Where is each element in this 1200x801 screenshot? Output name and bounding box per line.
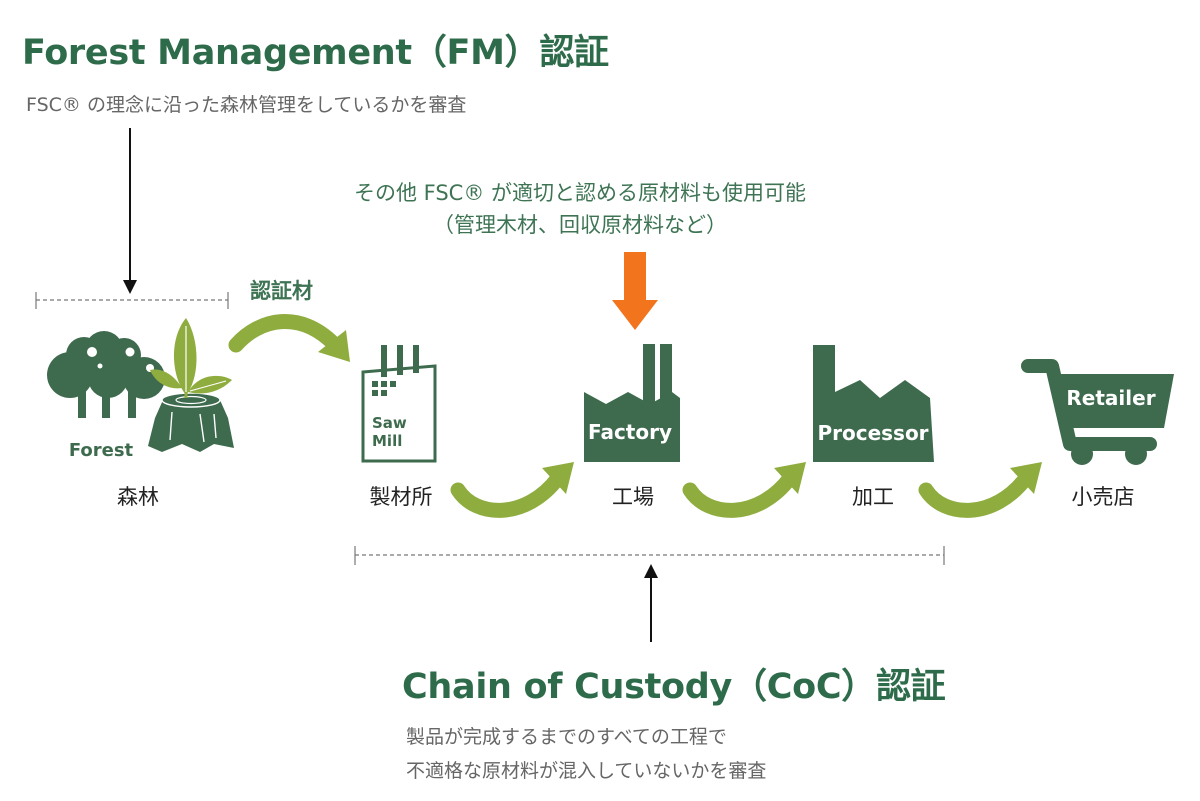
sawmill-icon: Saw Mill [361,345,437,463]
flow-arrow-factory-to-processor [682,462,806,518]
stage-label-factory: 工場 [612,485,654,509]
flow-arrow-processor-to-retailer [918,462,1042,518]
forest-icon-label: Forest [69,440,134,461]
stage-label-forest: 森林 [117,485,159,509]
fm-range-bracket [35,292,229,309]
flow-arrow-forest-to-sawmill [228,314,350,362]
fm-subtitle: FSC® の理念に沿った森林管理をしているかを審査 [26,94,467,116]
coc-range-bracket [354,546,945,565]
other-materials-line2: （管理木材、回収原材料など） [433,213,727,237]
coc-subtitle-line1: 製品が完成するまでのすべての工程で [406,726,727,748]
stage-label-retailer: 小売店 [1071,485,1135,509]
factory-icon-label: Factory [588,420,672,444]
coc-title: Chain of Custody（CoC）認証 [402,667,946,707]
processor-icon: Processor [813,345,934,462]
fm-title: Forest Management（FM）認証 [22,33,609,73]
cart-icon: Retailer [1021,359,1174,465]
other-materials-arrow [612,252,658,330]
coc-subtitle-line2: 不適格な原材料が混入していないかを審査 [406,760,767,782]
factory-icon: Factory [584,344,680,462]
sawmill-icon-label-line1: Saw [372,414,407,432]
sawmill-icon-label-line2: Mill [372,432,402,450]
coc-pointer-arrow [644,564,658,642]
processor-icon-label: Processor [817,421,928,445]
flow-arrow-sawmill-to-factory [450,462,574,518]
stage-label-processor: 加工 [852,485,894,509]
retailer-icon-label: Retailer [1066,386,1155,410]
fm-pointer-arrow [123,128,137,294]
other-materials-line1: その他 FSC® が適切と認める原材料も使用可能 [353,181,807,205]
certified-material-label: 認証材 [250,279,313,303]
forest-icon: Forest [47,318,234,461]
stage-label-sawmill: 製材所 [369,485,433,509]
